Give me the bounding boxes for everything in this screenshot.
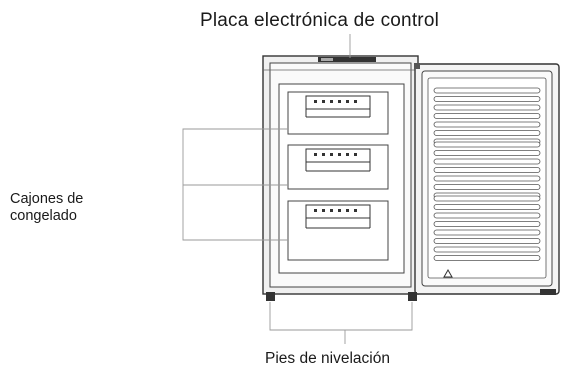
drawer-bottom-vents [314, 209, 357, 212]
drawer-middle-body [287, 144, 389, 190]
door-top-hinge [414, 63, 420, 69]
leader-feet [269, 302, 413, 331]
control-panel [318, 57, 376, 62]
door-slat [433, 184, 541, 190]
label-leveling-feet: Pies de nivelación [265, 350, 390, 367]
door-slat [433, 141, 541, 148]
foot-left [266, 292, 275, 301]
door-slat [433, 150, 541, 156]
door-slat [433, 87, 541, 94]
door-slat [433, 246, 541, 253]
door-slat [433, 195, 541, 202]
leveling-feet [266, 292, 417, 301]
door-slat [433, 121, 541, 128]
foot-right [408, 292, 417, 301]
control-panel-display [321, 58, 333, 61]
door-slat [433, 158, 541, 165]
label-control-panel: Placa electrónica de control [200, 10, 440, 31]
drawer-top [287, 91, 389, 135]
label-drawers: Cajones de congelado [10, 191, 84, 224]
door-slat [433, 204, 541, 210]
door-drain-icon [443, 268, 453, 278]
door-slat [433, 175, 541, 182]
door-slat [433, 221, 541, 227]
door-slat [433, 238, 541, 244]
door-slat [433, 96, 541, 102]
control-panel-strip [318, 57, 376, 62]
door-slat [433, 229, 541, 236]
leader-drawers [182, 128, 288, 241]
door-slat [433, 255, 541, 261]
door-slat [433, 167, 541, 173]
door-slat [433, 104, 541, 111]
door-slat [433, 113, 541, 119]
drawer-middle [287, 144, 389, 190]
door-slat [433, 212, 541, 219]
door-bottom-hinge [540, 289, 556, 295]
door [414, 63, 560, 295]
door-slat [433, 130, 541, 136]
drawer-middle-vents [314, 153, 357, 156]
drawer-top-vents [314, 100, 357, 103]
leader-lines [182, 34, 413, 344]
drawer-bottom [287, 200, 389, 261]
door-slats [433, 87, 541, 261]
